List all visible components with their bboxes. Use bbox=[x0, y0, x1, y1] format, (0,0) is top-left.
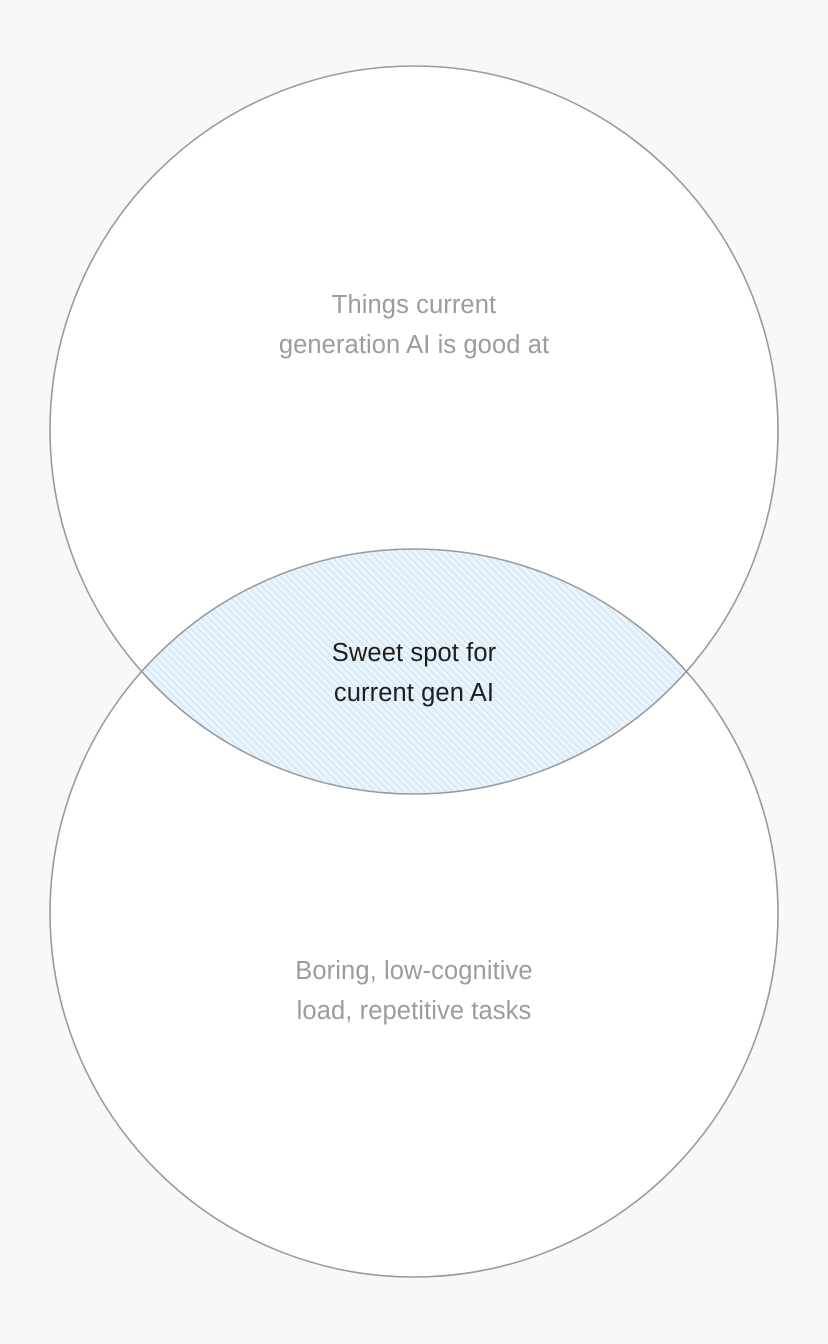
bottom-circle-outline bbox=[49, 548, 779, 1278]
top-circle-outline bbox=[49, 65, 779, 795]
overlap-region-fill bbox=[50, 549, 778, 794]
